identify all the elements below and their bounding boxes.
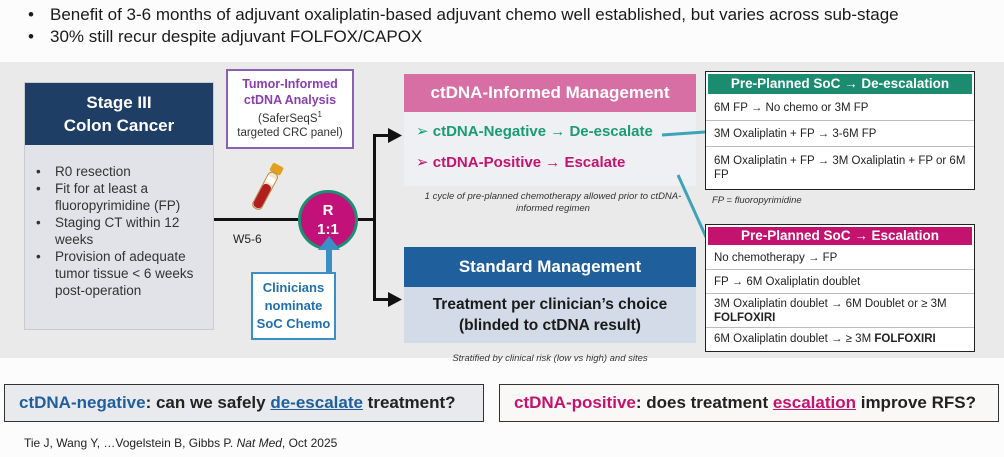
- stage-iii-header: Stage III Colon Cancer: [25, 83, 213, 145]
- standard-body-line1: Treatment per clinician’s choice: [432, 296, 668, 313]
- eligibility-item: R0 resection: [33, 163, 211, 180]
- eligibility-item: Fit for at least a fluoropyrimidine (FP): [33, 180, 211, 214]
- enrollment-line: [214, 218, 298, 221]
- escalation-row-bold: FOLFOXIRI: [714, 311, 776, 324]
- question-negative-text1: : can we safely: [145, 393, 271, 412]
- stage-title-line2: Colon Cancer: [63, 116, 175, 135]
- clinicians-line2: nominate: [264, 298, 323, 313]
- deescalation-row: 3M Oxaliplatin + FP → 3-6M FP: [706, 120, 974, 146]
- question-positive-text1: : does treatment: [635, 393, 773, 412]
- question-negative-label: ctDNA-negative: [19, 393, 146, 412]
- randomization-label: R: [322, 202, 334, 219]
- escalation-row: 3M Oxaliplatin doublet → 6M Doublet or ≥…: [706, 293, 974, 327]
- tumor-informed-line2: ctDNA Analysis: [243, 93, 337, 107]
- branch-top-line: [373, 134, 391, 137]
- citation-authors: Tie J, Wang Y, …Vogelstein B, Gibbs P.: [24, 436, 237, 450]
- tumor-informed-line4: targeted CRC panel): [237, 126, 343, 139]
- citation-journal: Nat Med: [236, 436, 282, 450]
- clinicians-box: Clinicians nominate SoC Chemo: [251, 272, 336, 340]
- eligibility-item: Staging CT within 12 weeks: [33, 214, 211, 248]
- fp-footnote: FP = fluoropyrimidine: [712, 195, 802, 206]
- blood-tube-icon: [252, 163, 284, 210]
- standard-management-header: Standard Management: [404, 247, 696, 287]
- question-negative-emphasis: de-escalate: [270, 393, 363, 412]
- citation: Tie J, Wang Y, …Vogelstein B, Gibbs P. N…: [24, 436, 337, 450]
- escalation-row-regimen: 6M Oxaliplatin doublet → ≥ 3M: [714, 333, 875, 345]
- stage-title-line1: Stage III: [86, 93, 152, 112]
- escalation-row: FP → 6M Oxaliplatin doublet: [706, 269, 974, 293]
- intro-bullets: Benefit of 3-6 months of adjuvant oxalip…: [20, 4, 899, 48]
- eligibility-list: R0 resection Fit for at least a fluoropy…: [33, 163, 211, 299]
- tumor-informed-line1: Tumor-Informed: [242, 77, 338, 91]
- ctdna-negative-question: ctDNA-negative: can we safely de-escalat…: [4, 384, 484, 422]
- escalation-row-bold: FOLFOXIRI: [874, 333, 936, 345]
- question-negative-text2: treatment?: [362, 393, 456, 412]
- arrow-right-icon: [388, 128, 402, 143]
- timepoint-label: W5-6: [233, 232, 262, 246]
- ctdna-positive-question: ctDNA-positive: does treatment escalatio…: [499, 384, 999, 422]
- escalation-row: No chemotherapy → FP: [706, 247, 974, 269]
- stage-iii-box: Stage III Colon Cancer R0 resection Fit …: [24, 82, 214, 330]
- branch-vertical-line: [373, 134, 376, 301]
- escalation-table: Pre-Planned SoC → Escalation No chemothe…: [705, 224, 975, 352]
- randomization-ratio: 1:1: [317, 221, 339, 238]
- stratification-note: Stratified by clinical risk (low vs high…: [452, 353, 648, 364]
- clinicians-line1: Clinicians: [262, 280, 325, 295]
- escalation-row: 6M Oxaliplatin doublet → ≥ 3M FOLFOXIRI: [706, 327, 974, 350]
- table-connector-lines: [661, 130, 708, 238]
- eligibility-item: Provision of adequate tumor tissue < 6 w…: [33, 248, 211, 299]
- chevron-right-icon: ➢: [416, 123, 429, 140]
- intro-bullet: Benefit of 3-6 months of adjuvant oxalip…: [20, 4, 899, 26]
- escalation-row-text: 6M Oxaliplatin doublet → ≥ 3M FOLFOXIRI: [714, 332, 936, 346]
- escalation-row-regimen: 3M Oxaliplatin doublet → 6M Doublet or ≥…: [714, 297, 947, 310]
- arrow-right-icon: [388, 292, 402, 307]
- nominate-arrow-icon: [318, 236, 340, 274]
- randomization-line: [358, 218, 374, 221]
- citation-date: , Oct 2025: [281, 436, 338, 450]
- question-positive-text2: improve RFS?: [856, 393, 976, 412]
- assay-name: (SaferSeqS: [258, 112, 318, 125]
- escalation-row-text: No chemotherapy → FP: [714, 252, 838, 264]
- escalation-header: Pre-Planned SoC → Escalation: [706, 225, 974, 247]
- assay-footnote-mark: 1: [317, 110, 322, 119]
- tumor-informed-box: Tumor-Informed ctDNA Analysis (SaferSeqS…: [226, 69, 354, 149]
- ctdna-positive-arm: ➢ ctDNA-Positive → Escalate: [416, 153, 625, 171]
- escalation-row-text: FP → 6M Oxaliplatin doublet: [714, 275, 861, 288]
- branch-bottom-line: [373, 298, 391, 301]
- ctdna-informed-header: ctDNA-Informed Management: [404, 74, 696, 112]
- chevron-right-icon: ➢: [416, 154, 429, 171]
- pre-planned-cycle-note: 1 cycle of pre-planned chemotherapy allo…: [424, 191, 682, 214]
- deescalation-row: 6M FP → No chemo or 3M FP: [714, 102, 869, 114]
- ctdna-negative-arm: ➢ ctDNA-Negative → De-escalate: [416, 122, 653, 140]
- ctdna-negative-label: ctDNA-Negative → De-escalate: [432, 123, 653, 140]
- intro-bullet: 30% still recur despite adjuvant FOLFOX/…: [20, 26, 899, 48]
- ctdna-positive-label: ctDNA-Positive → Escalate: [432, 154, 626, 171]
- clinicians-line3: SoC Chemo: [256, 316, 331, 331]
- question-positive-label: ctDNA-positive: [514, 393, 636, 412]
- question-positive-emphasis: escalation: [772, 393, 856, 412]
- standard-management-body: Treatment per clinician’s choice (blinde…: [404, 287, 696, 343]
- ctdna-informed-panel: ctDNA-Informed Management ➢ ctDNA-Negati…: [404, 74, 696, 186]
- deescalation-table: Pre-Planned SoC → De-escalation 6M FP → …: [705, 71, 975, 190]
- escalation-row-text: 3M Oxaliplatin doublet → 6M Doublet or ≥…: [714, 297, 966, 325]
- tumor-informed-line3: (SaferSeqS1: [228, 108, 352, 126]
- standard-body-line2: (blinded to ctDNA result): [459, 317, 641, 334]
- deescalation-header: Pre-Planned SoC → De-escalation: [706, 72, 974, 96]
- deescalation-row: 6M Oxaliplatin + FP → 3M Oxaliplatin + F…: [706, 146, 974, 188]
